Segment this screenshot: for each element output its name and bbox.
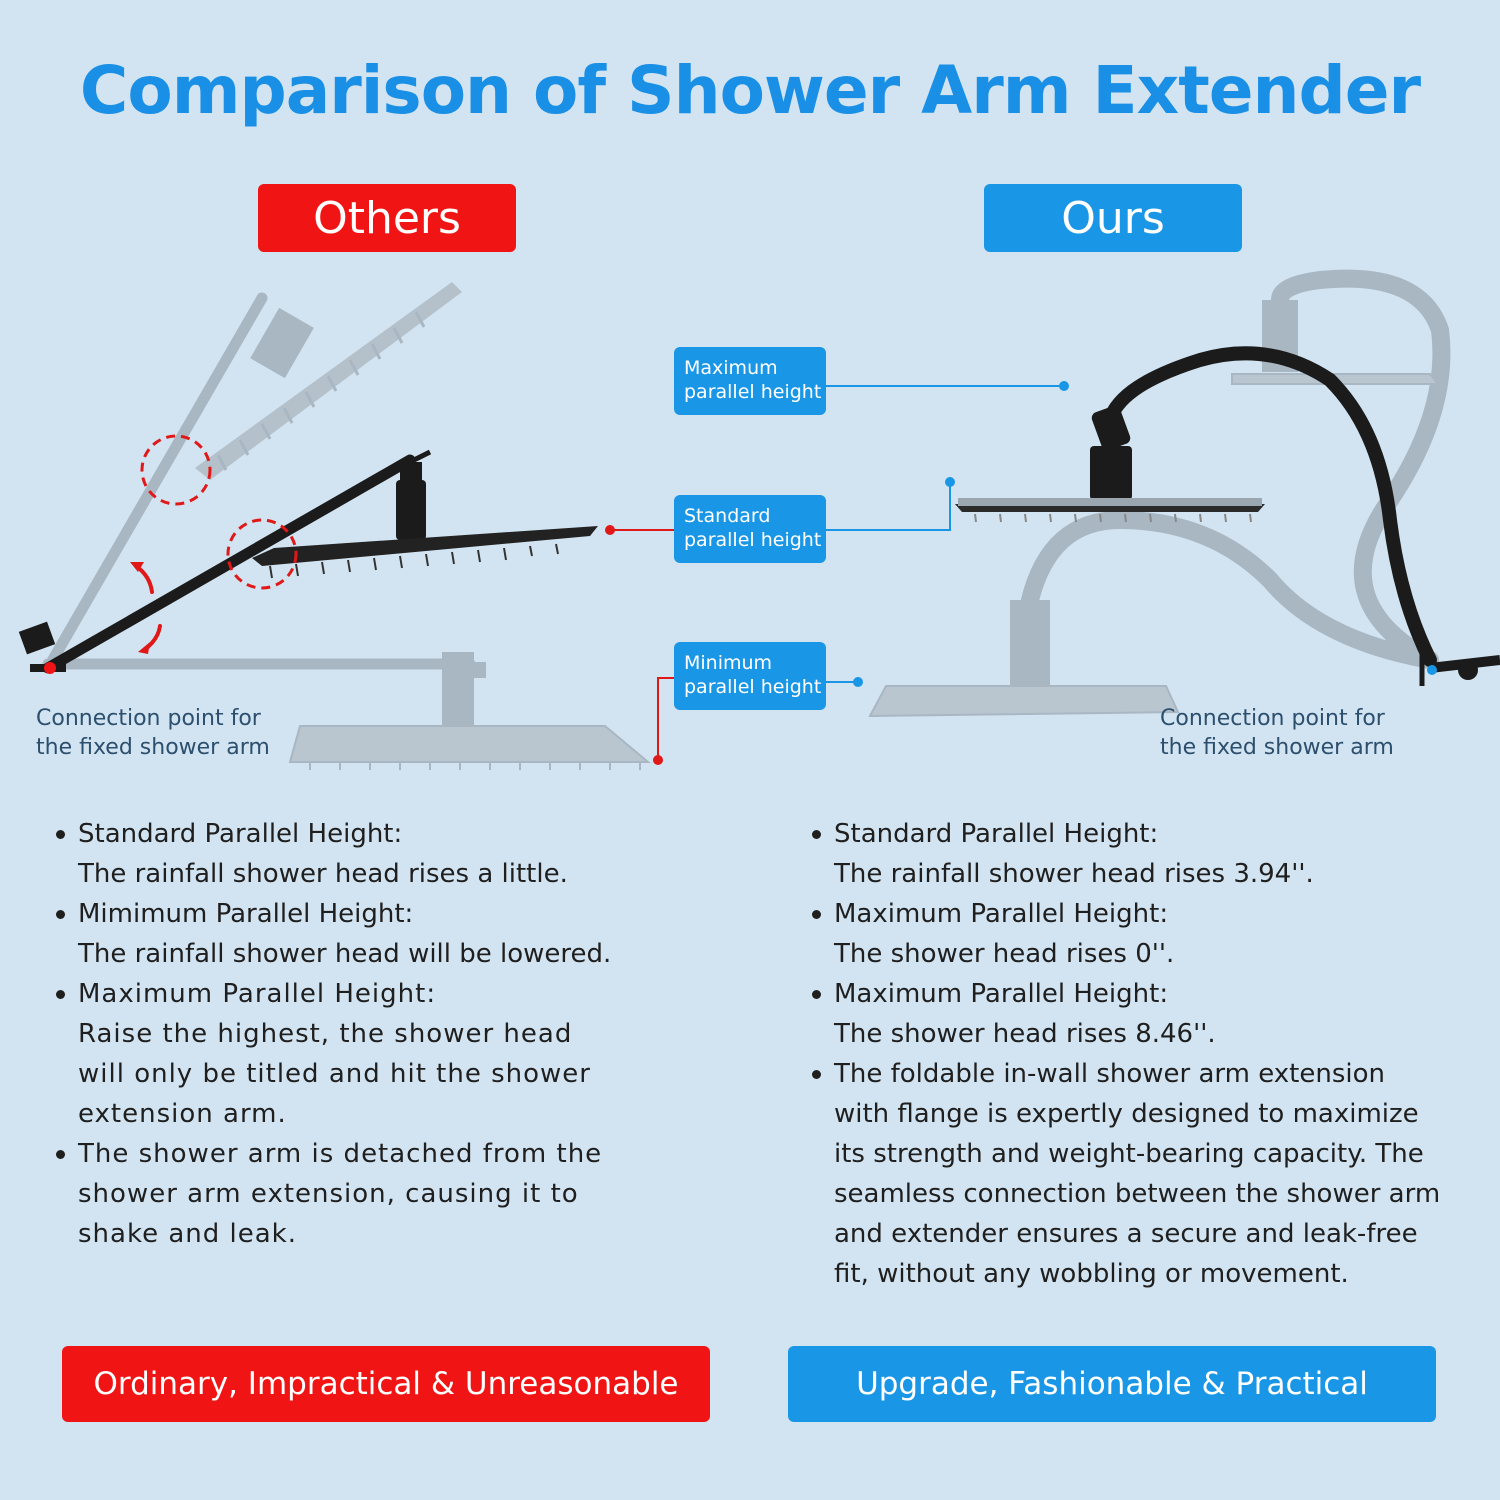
ours-connection-label-line2: the fixed shower arm <box>1160 735 1394 760</box>
ours-connection-label: Connection point for the fixed shower ar… <box>1160 704 1394 762</box>
maximum-height-label: Maximum parallel height <box>674 347 826 415</box>
ours-point-1-text: The rainfall shower head rises 3.94''. <box>834 859 1314 889</box>
minimum-height-connector-right <box>826 677 863 687</box>
others-connection-label-line2: the fixed shower arm <box>36 735 270 760</box>
list-item: Maximum Parallel Height: The shower head… <box>812 894 1440 974</box>
ours-ghost-min-position <box>1021 510 1439 669</box>
others-point-3-text-1: Raise the highest, the shower head <box>78 1019 573 1049</box>
list-item: Mimimum Parallel Height: The rainfall sh… <box>56 894 611 974</box>
page-title: Comparison of Shower Arm Extender <box>79 52 1421 129</box>
ours-points-list: Standard Parallel Height: The rainfall s… <box>812 814 1440 1294</box>
standard-height-connector-left <box>605 525 674 535</box>
ours-badge: Ours <box>984 184 1242 252</box>
problem-marker-icon <box>140 434 298 590</box>
standard-height-label-line1: Standard <box>684 505 771 527</box>
list-item: Standard Parallel Height: The rainfall s… <box>812 814 1440 894</box>
standard-height-label-line2: parallel height <box>684 529 822 551</box>
others-point-2-text: The rainfall shower head will be lowered… <box>78 939 612 969</box>
list-item: The shower arm is detached from the show… <box>56 1134 611 1254</box>
list-item: Standard Parallel Height: The rainfall s… <box>56 814 611 894</box>
ours-point-4-text-5: and extender ensures a secure and leak-f… <box>834 1219 1418 1249</box>
ours-product-standard-position <box>955 346 1500 686</box>
others-point-1-text: The rainfall shower head rises a little. <box>78 859 568 889</box>
others-points-list: Standard Parallel Height: The rainfall s… <box>56 814 611 1254</box>
ours-point-4-text-3: its strength and weight-bearing capacity… <box>834 1139 1424 1169</box>
others-badge: Others <box>258 184 516 252</box>
ours-ghost-min-head <box>868 600 1180 718</box>
ours-point-3-heading: Maximum Parallel Height: <box>834 979 1169 1009</box>
others-point-4-text-3: shake and leak. <box>78 1219 298 1249</box>
ours-ghost-max-head <box>1231 300 1441 385</box>
list-item: The foldable in-wall shower arm extensio… <box>812 1054 1440 1294</box>
others-point-4-text-1: The shower arm is detached from the <box>78 1139 603 1169</box>
ours-point-2-heading: Maximum Parallel Height: <box>834 899 1169 929</box>
ours-point-4-text-4: seamless connection between the shower a… <box>834 1179 1441 1209</box>
ours-point-4-text-1: The foldable in-wall shower arm extensio… <box>834 1059 1385 1089</box>
others-connection-label-line1: Connection point for <box>36 706 261 731</box>
ours-point-4-text-6: fit, without any wobbling or movement. <box>834 1259 1349 1289</box>
standard-height-label: Standard parallel height <box>674 495 826 563</box>
comparison-diagram <box>18 269 1500 770</box>
list-item: Maximum Parallel Height: The shower head… <box>812 974 1440 1054</box>
others-point-4-text-2: shower arm extension, causing it to <box>78 1179 579 1209</box>
others-connection-label: Connection point for the fixed shower ar… <box>36 704 270 762</box>
others-point-3-heading: Maximum Parallel Height: <box>78 979 437 1009</box>
others-point-2-heading: Mimimum Parallel Height: <box>78 899 414 929</box>
ours-connection-label-line1: Connection point for <box>1160 706 1385 731</box>
ours-verdict-banner: Upgrade, Fashionable & Practical <box>788 1346 1436 1422</box>
standard-height-connector-right <box>826 477 955 531</box>
others-verdict-banner: Ordinary, Impractical & Unreasonable <box>62 1346 710 1422</box>
others-point-3-text-3: extension arm. <box>78 1099 287 1129</box>
maximum-height-label-line2: parallel height <box>684 381 822 403</box>
ours-ghost-max-position <box>1271 269 1451 669</box>
minimum-height-connector-left <box>653 677 674 765</box>
rotation-arrow-icon <box>130 562 162 654</box>
others-ghost-min-position <box>42 652 651 770</box>
minimum-height-label: Minimum parallel height <box>674 642 826 710</box>
ours-point-4-text-2: with flange is expertly designed to maxi… <box>834 1099 1419 1129</box>
maximum-height-connector-right <box>826 381 1069 391</box>
list-item: Maximum Parallel Height: Raise the highe… <box>56 974 611 1134</box>
maximum-height-label-line1: Maximum <box>684 357 778 379</box>
ours-point-2-text: The shower head rises 0''. <box>834 939 1175 969</box>
ours-point-3-text: The shower head rises 8.46''. <box>834 1019 1216 1049</box>
minimum-height-label-line2: parallel height <box>684 676 822 698</box>
others-ghost-max-position <box>42 282 462 674</box>
others-point-1-heading: Standard Parallel Height: <box>78 819 403 849</box>
others-point-3-text-2: will only be titled and hit the shower <box>78 1059 591 1089</box>
minimum-height-label-line1: Minimum <box>684 652 773 674</box>
ours-point-1-heading: Standard Parallel Height: <box>834 819 1159 849</box>
